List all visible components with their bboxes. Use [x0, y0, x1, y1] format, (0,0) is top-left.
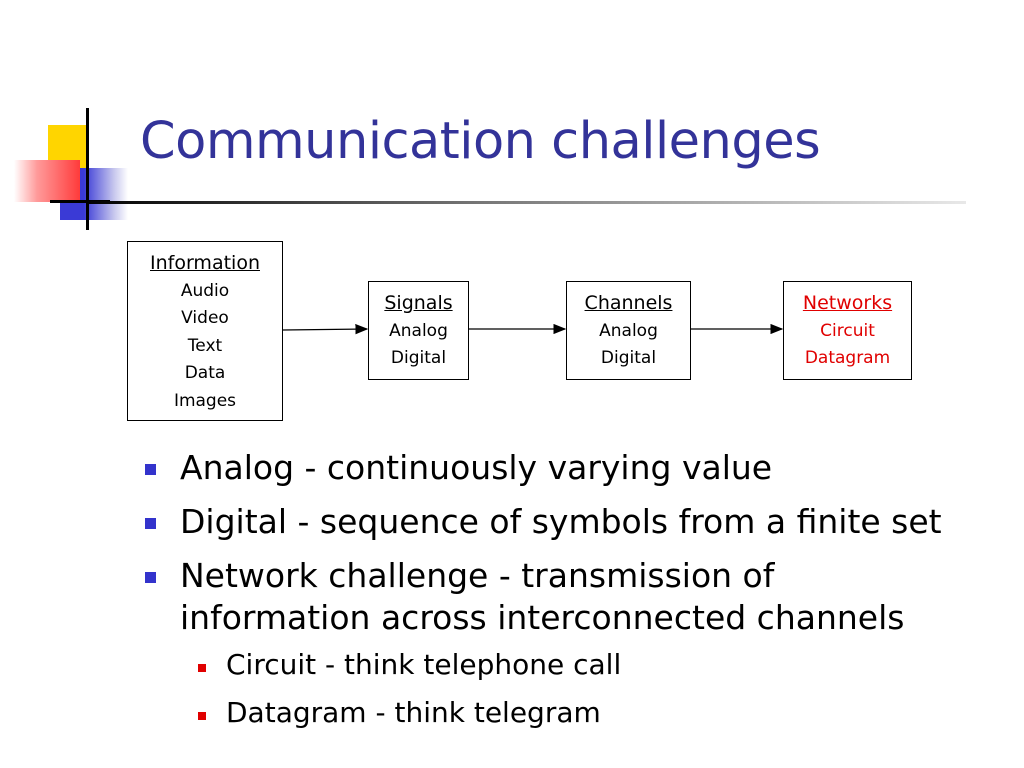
information-item: Video: [181, 308, 229, 328]
information-item: Images: [173, 390, 237, 411]
signals-item: Digital: [390, 348, 447, 368]
channels-box: Channels Analog Digital: [566, 281, 691, 380]
logo-horizontal-line: [50, 200, 110, 203]
information-heading: Information: [150, 252, 260, 274]
bullet-item: Network challenge - transmission of: [180, 556, 775, 595]
arrow-info-to-signals: [282, 323, 369, 335]
title-underline: [86, 201, 966, 204]
channels-heading: Channels: [584, 292, 673, 314]
slide-logo: [0, 100, 160, 235]
information-box: Information Audio Video Text Data Images: [127, 241, 283, 421]
bullet-item: Digital - sequence of symbols from a fin…: [180, 502, 942, 541]
slide-title: Communication challenges: [140, 112, 821, 171]
networks-item: Datagram: [804, 348, 891, 368]
channels-item: Digital: [600, 348, 657, 368]
networks-heading: Networks: [802, 292, 893, 314]
bullet-item-continuation: information across interconnected channe…: [180, 598, 905, 637]
logo-red-square: [14, 160, 80, 202]
signals-box: Signals Analog Digital: [368, 281, 469, 380]
signals-item: Analog: [389, 320, 448, 341]
channels-item: Analog: [599, 320, 658, 341]
sub-bullet-item: Datagram - think telegram: [226, 696, 601, 729]
information-item: Data: [184, 363, 226, 383]
logo-vertical-line: [86, 108, 89, 230]
bullet-marker: [145, 572, 156, 583]
sub-bullet-item: Circuit - think telephone call: [226, 648, 622, 681]
information-item: Audio: [180, 280, 230, 301]
bullet-marker: [145, 518, 156, 529]
networks-item: Circuit: [820, 320, 875, 341]
sub-bullet-marker: [198, 712, 206, 720]
signals-heading: Signals: [384, 292, 453, 314]
networks-box: Networks Circuit Datagram: [783, 281, 912, 380]
sub-bullet-marker: [198, 664, 206, 672]
bullet-item: Analog - continuously varying value: [180, 448, 773, 487]
bullet-marker: [145, 464, 156, 475]
information-item: Text: [187, 335, 223, 356]
